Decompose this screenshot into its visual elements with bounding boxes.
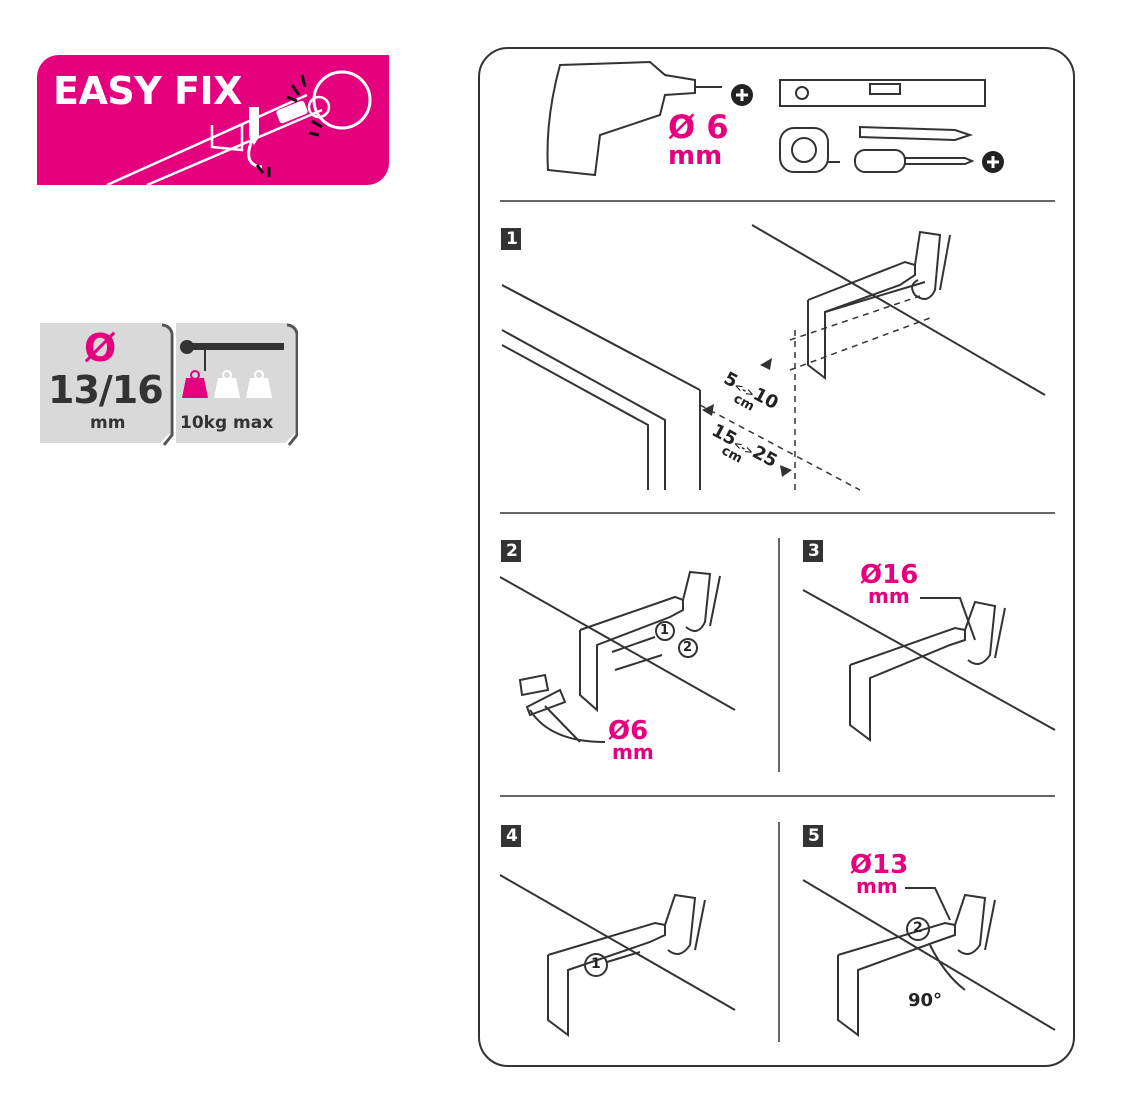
step-5-diameter-value: Ø13: [850, 850, 909, 880]
step-5-number-box: [803, 825, 823, 847]
step-1-guides: [699, 295, 931, 491]
step-4-drawing: [499, 874, 736, 1037]
step-1-drawing: [501, 224, 1046, 490]
step-4-number-box: [501, 825, 521, 847]
tape-measure-icon: [779, 127, 840, 173]
step-2-diameter-unit: mm: [612, 740, 654, 764]
screwdriver-icon: [854, 149, 975, 173]
step-3-diameter-value: Ø16: [860, 560, 919, 590]
spec-panel: Ø 13/16 mm 10kg max: [40, 323, 298, 448]
easy-fix-title: EASY FIX: [53, 69, 242, 113]
step-5-drawing: [802, 879, 1056, 1037]
easy-fix-badge: EASY FIX: [37, 55, 389, 187]
easy-fix-badge-graphic: [37, 55, 389, 187]
drill-icon: [546, 60, 722, 177]
plus-icon-drill: [731, 84, 753, 106]
instruction-frame: [478, 47, 1075, 1067]
pencil-icon: [859, 125, 974, 142]
step-5-diameter-unit: mm: [856, 874, 898, 898]
plus-icon-screwdriver: [982, 151, 1004, 173]
drill-diameter-unit: mm: [668, 141, 723, 171]
step-2-circle-1: 1: [660, 623, 670, 638]
step-1-number: 1: [506, 229, 518, 249]
step-4-circle-1: 1: [591, 956, 601, 972]
step-5-circle-2: 2: [913, 920, 923, 936]
step-1-arrows: [702, 358, 792, 477]
step-2-circle-2: 2: [683, 640, 693, 655]
step-3-number: 3: [808, 541, 820, 561]
step-2-number: 2: [506, 541, 518, 561]
step-1-number-box: [501, 228, 521, 250]
drill-diameter-value: Ø 6: [668, 108, 729, 146]
step-5-number: 5: [808, 826, 820, 846]
load-label: 10kg max: [180, 413, 274, 433]
step-3-number-box: [803, 540, 823, 562]
step-2-number-box: [501, 540, 521, 562]
diameter-values: 13/16: [48, 368, 164, 412]
step-3-drawing: [802, 589, 1056, 742]
spirit-level-icon: [779, 79, 986, 107]
step-5-angle: 90°: [908, 990, 943, 1011]
diameter-unit: mm: [90, 413, 126, 433]
step-3-diameter-unit: mm: [868, 584, 910, 608]
step-4-number: 4: [506, 826, 518, 846]
step-2-diameter-value: Ø6: [608, 716, 649, 746]
diameter-symbol: Ø: [84, 326, 117, 370]
step-2-drawing: [499, 570, 736, 743]
spec-panel-bg: [40, 323, 298, 446]
